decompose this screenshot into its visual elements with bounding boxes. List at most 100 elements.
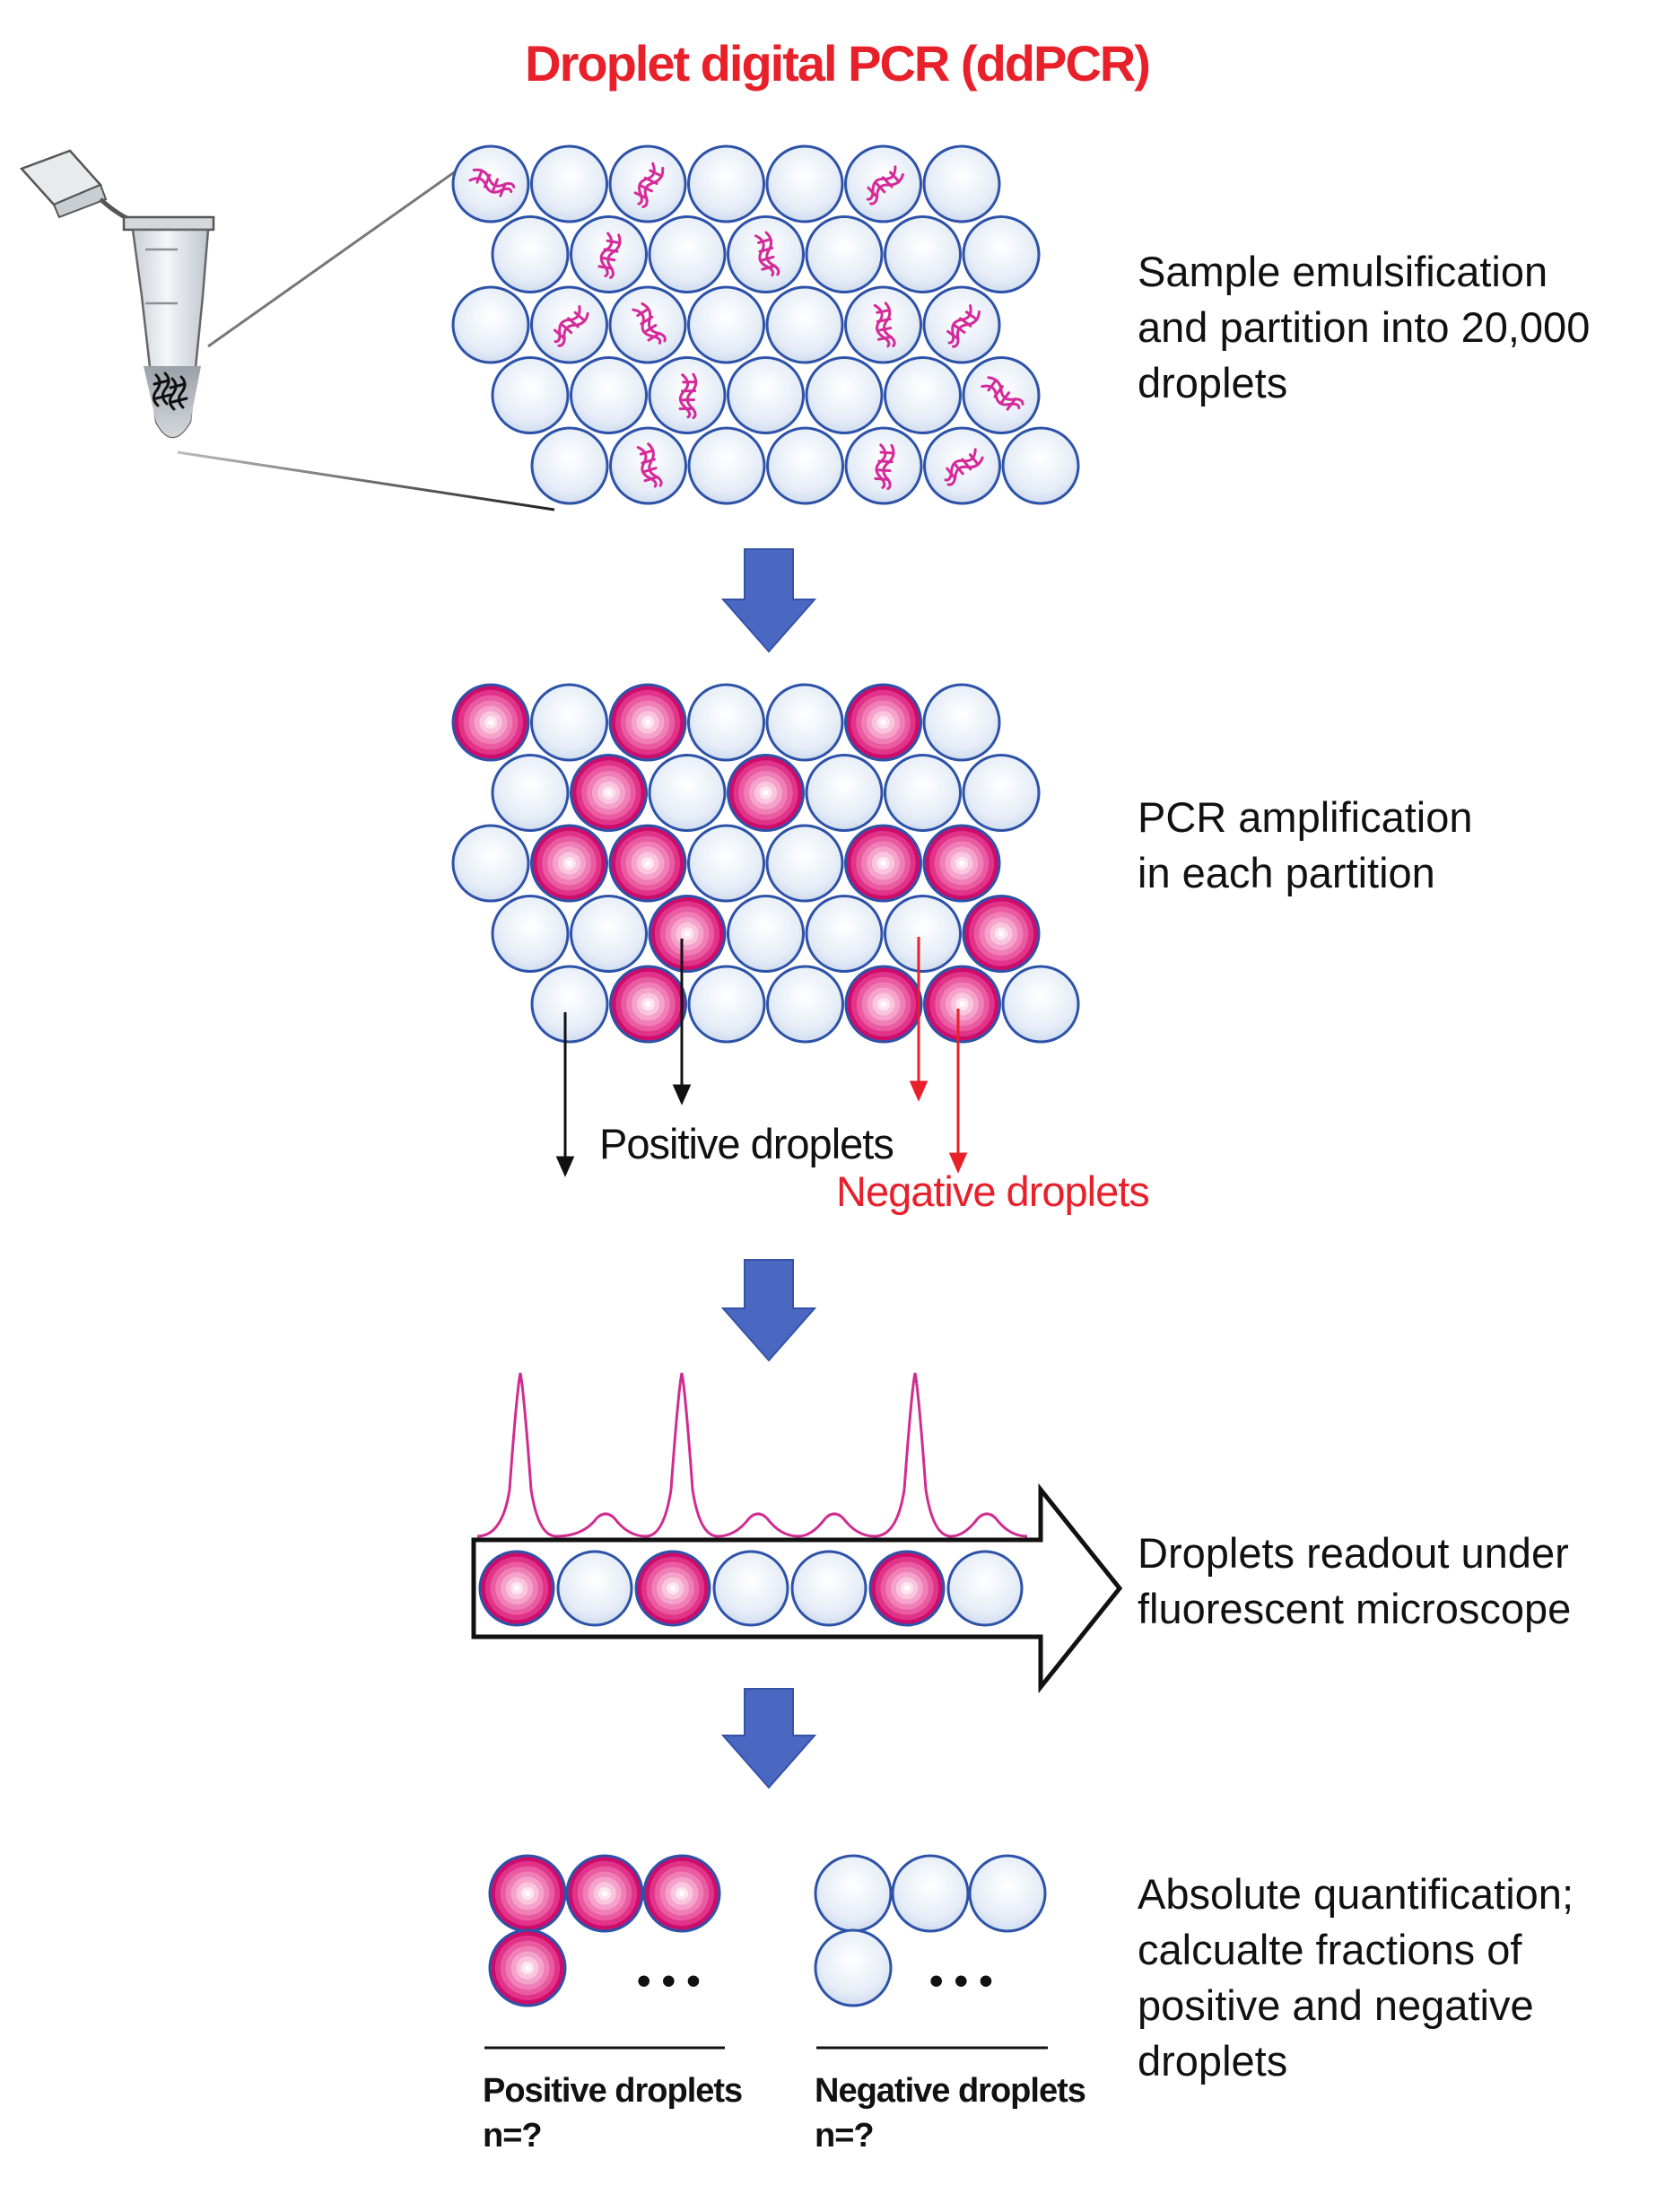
positive-droplet (922, 824, 1001, 903)
negative-droplet (1001, 965, 1080, 1044)
negative-droplet (712, 1550, 789, 1627)
positive-droplet (488, 1928, 567, 2007)
negative-droplet (922, 144, 1001, 223)
emulsion-droplet-grid (451, 144, 1080, 505)
dna-fragment-icon (944, 448, 984, 486)
positive-droplet-group (488, 1854, 721, 2007)
negative-droplet (491, 356, 570, 434)
negative-group-caption: Negative droplets n=? (815, 2068, 1086, 2158)
positive-droplet (608, 683, 687, 762)
negative-pointer-arrows (909, 937, 968, 1174)
negative-droplet (962, 754, 1041, 832)
negative-droplet (814, 1854, 893, 1933)
dna-fragment-icon (553, 305, 589, 347)
negative-droplet (687, 426, 766, 505)
dna-fragment-icon (866, 165, 904, 205)
negative-droplet (962, 215, 1041, 293)
negative-droplet (765, 285, 844, 364)
negative-droplet (687, 824, 765, 903)
fluorescence-trace (476, 1372, 1028, 1538)
negative-droplet (884, 754, 962, 832)
negative-droplet (805, 215, 884, 293)
negative-droplet (884, 356, 962, 434)
positive-droplet (642, 1854, 721, 1933)
negative-droplet (814, 1928, 893, 2007)
negative-droplet (727, 356, 805, 434)
negative-droplets-label: Negative droplets (836, 1167, 1150, 1215)
step-emulsification-label: Sample emulsification and partition into… (1138, 248, 1591, 407)
negative-droplet (805, 754, 884, 832)
positive-droplet (844, 824, 922, 903)
positive-droplet (609, 965, 687, 1044)
positive-ellipsis: • • • (637, 1959, 701, 2003)
positive-droplet (923, 965, 1001, 1044)
negative-droplet (790, 1550, 868, 1627)
negative-droplet (727, 895, 805, 973)
negative-group-count: n=? (815, 2117, 875, 2155)
sample-tube-icon (19, 149, 215, 439)
negative-droplet (891, 1854, 970, 1933)
positive-group-label: Positive droplets (483, 2072, 743, 2110)
positive-droplet (962, 895, 1041, 973)
negative-droplet (946, 1550, 1024, 1627)
dna-fragment-icon (754, 231, 780, 277)
negative-droplet (530, 683, 608, 762)
dna-fragment-icon (678, 372, 698, 420)
positive-group-count: n=? (483, 2117, 543, 2155)
negative-droplet (491, 754, 570, 832)
negative-droplet (530, 426, 609, 505)
negative-droplet (765, 144, 844, 223)
step-amplification-label: PCR amplification in each partition (1138, 793, 1473, 896)
dna-fragment-icon (873, 302, 896, 348)
readout-droplet-row (478, 1550, 1024, 1627)
negative-droplet (648, 754, 727, 832)
negative-droplet (556, 1550, 633, 1627)
positive-droplet (844, 683, 922, 762)
positive-droplet (727, 754, 805, 832)
step-readout-label: Droplets readout under fluorescent micro… (1138, 1529, 1572, 1632)
positive-droplet (488, 1854, 567, 1933)
diagram-title: Droplet digital PCR (ddPCR) (525, 35, 1151, 92)
negative-droplet (451, 824, 530, 903)
amplified-droplet-grid (451, 683, 1080, 1044)
positive-droplet (451, 683, 530, 762)
dna-fragment-icon (632, 302, 667, 345)
negative-droplet (570, 356, 648, 434)
negative-droplet-group (814, 1854, 1047, 2007)
dna-fragment-icon (981, 376, 1024, 411)
dna-fragment-icon (874, 443, 895, 491)
positive-droplet (868, 1550, 946, 1627)
negative-group-label: Negative droplets (815, 2072, 1086, 2110)
negative-droplet (884, 895, 962, 973)
negative-droplet (766, 965, 844, 1044)
negative-droplet (570, 895, 648, 973)
positive-droplet (634, 1550, 711, 1627)
down-arrow-icon (720, 548, 817, 653)
negative-droplet (765, 683, 844, 762)
dna-fragment-icon (946, 304, 981, 348)
dna-fragment-icon (636, 442, 663, 488)
negative-ellipsis: • • • (929, 1959, 993, 2003)
positive-droplet (844, 965, 923, 1044)
positive-droplet (530, 824, 608, 903)
negative-droplet (491, 215, 570, 293)
negative-droplet (687, 965, 766, 1044)
negative-droplet (687, 144, 765, 223)
negative-droplet (922, 683, 1001, 762)
positive-droplet (570, 754, 648, 832)
dna-fragment-icon (597, 232, 622, 279)
step-quantification-label: Absolute quantification; calcualte fract… (1138, 1870, 1574, 2085)
positive-droplet (648, 895, 727, 973)
negative-droplet (687, 285, 765, 364)
down-arrow-icon (720, 1259, 817, 1362)
negative-droplet (451, 285, 530, 364)
positive-droplet (565, 1854, 644, 1933)
negative-droplet (765, 824, 844, 903)
positive-pointer-arrows (555, 939, 692, 1177)
down-arrow-icon (720, 1688, 817, 1789)
positive-droplet (608, 824, 687, 903)
negative-droplet (766, 426, 844, 505)
positive-group-caption: Positive droplets n=? (483, 2068, 743, 2158)
